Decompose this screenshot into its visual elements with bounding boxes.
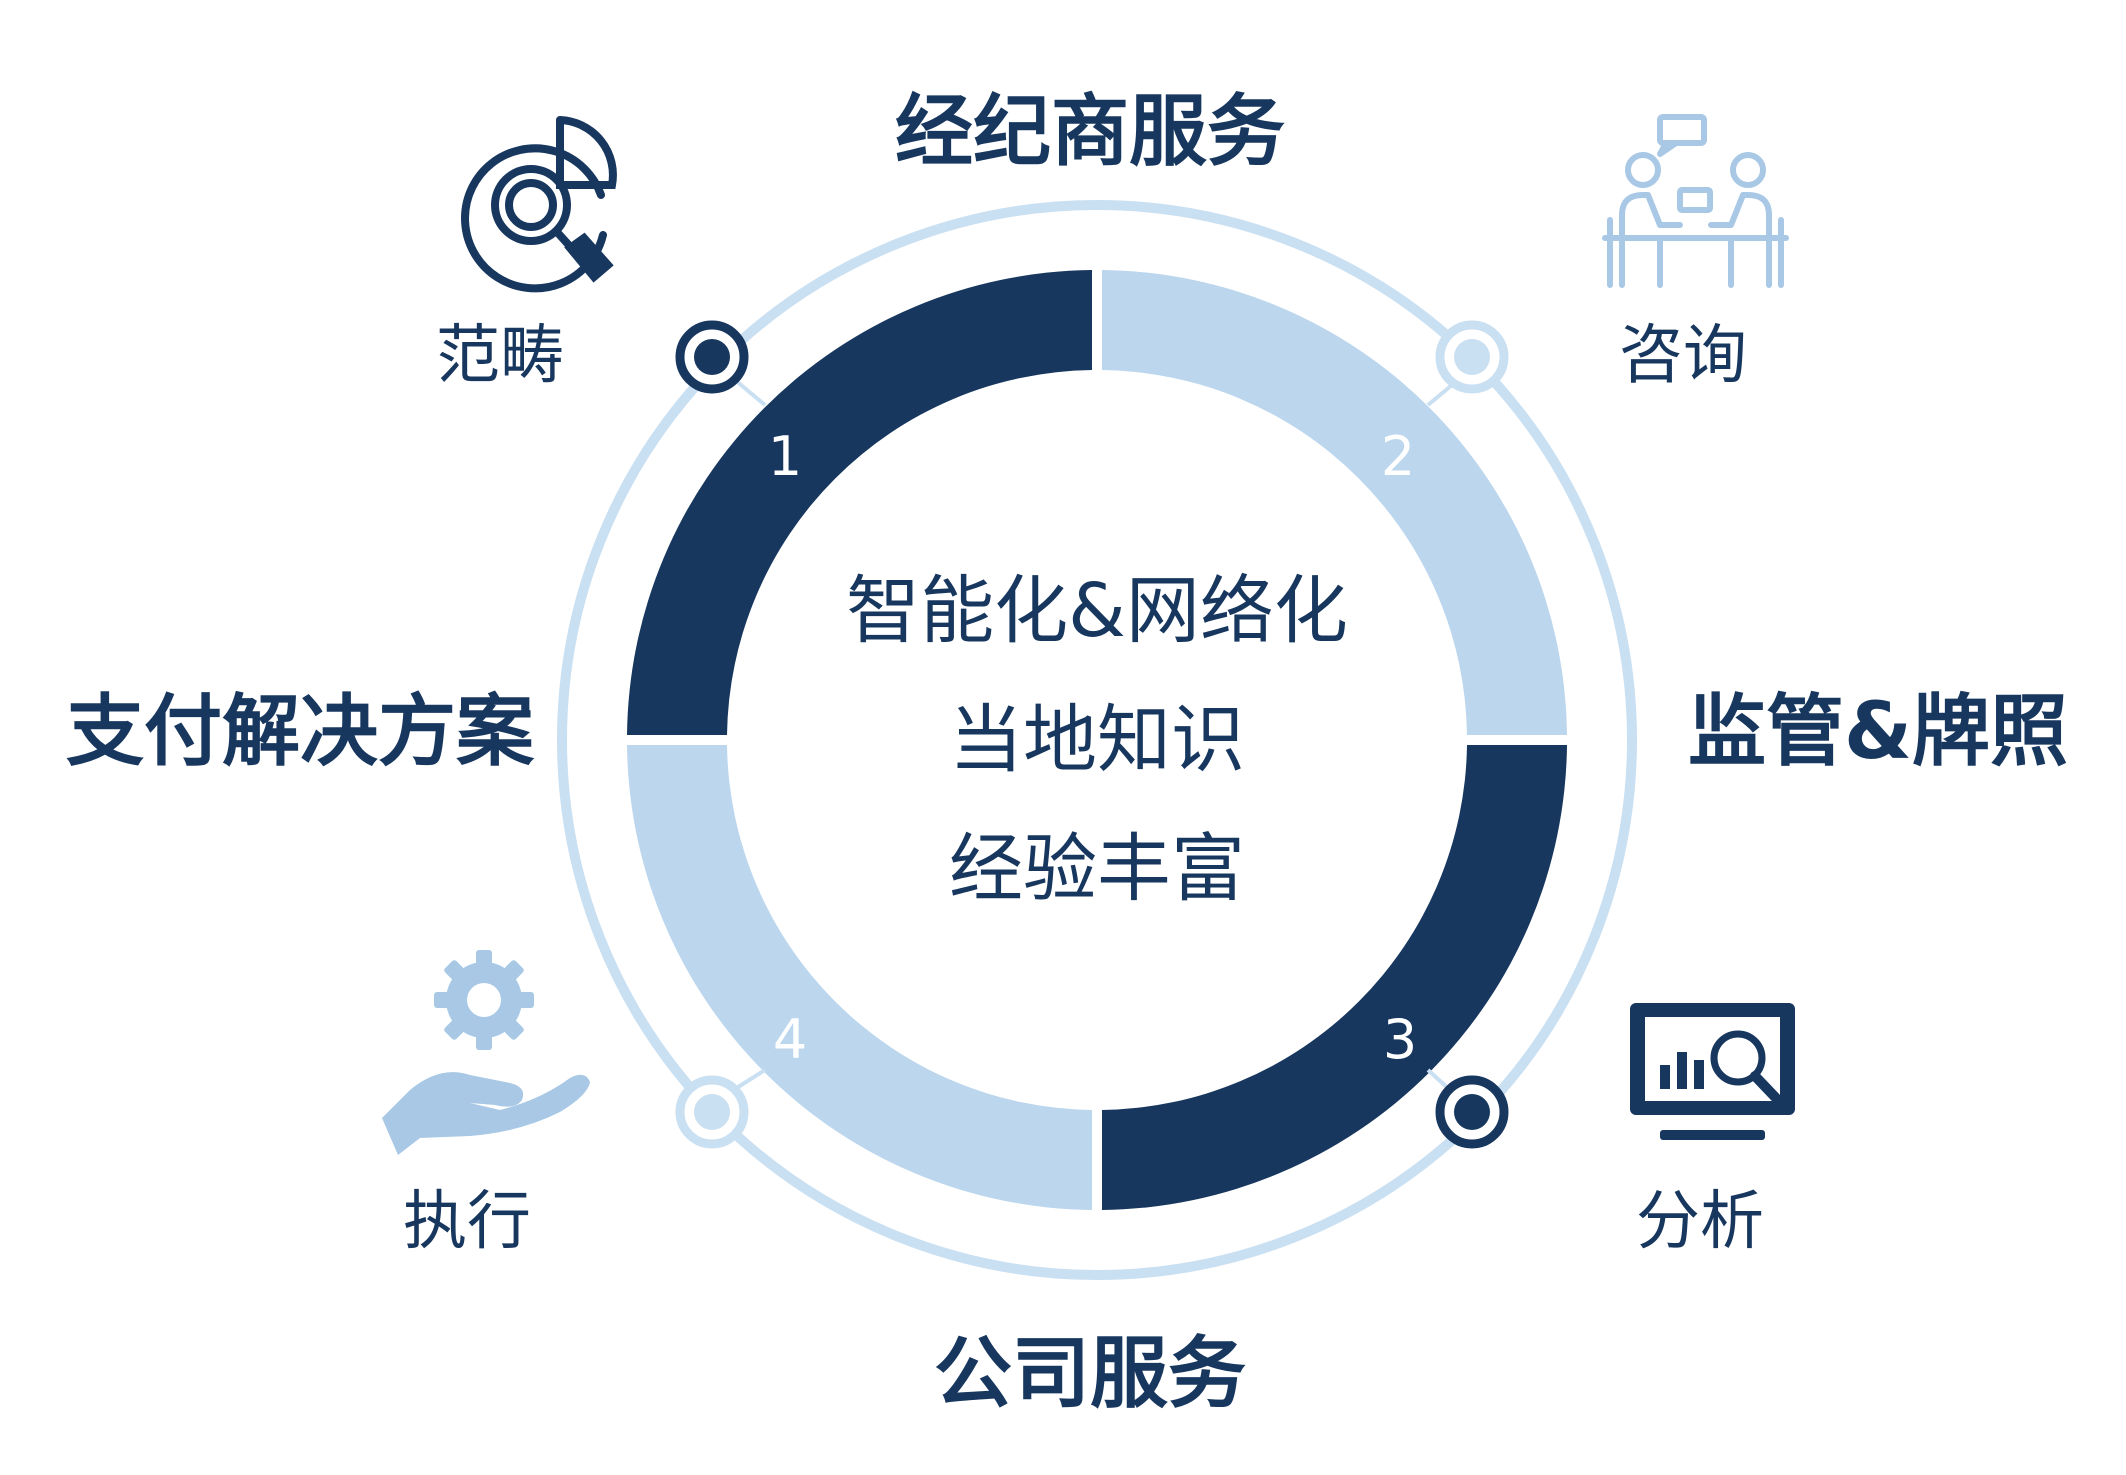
center-line-1: 智能化&网络化 [846,568,1348,654]
center-line-3: 经验丰富 [949,826,1245,912]
analytics-monitor-icon [1630,1003,1795,1140]
consulting-meeting-icon [1602,114,1789,288]
segment-3 [1102,745,1567,1210]
label-2: 咨询 [1619,319,1747,393]
segment-number-4: 4 [773,1008,807,1071]
segment-4 [627,745,1092,1210]
marker-2 [1426,320,1509,407]
marker-4 [675,1068,767,1149]
segment-number-2: 2 [1381,425,1415,488]
outer-ring [557,200,1637,1280]
heading-left: 支付解决方案 [66,687,535,777]
label-1: 范畴 [436,319,564,393]
search-chart-icon [461,116,617,293]
heading-right: 监管&牌照 [1688,687,2068,777]
heading-bottom: 公司服务 [934,1329,1246,1419]
segment-2 [1102,270,1567,735]
center-line-2: 当地知识 [949,697,1245,783]
marker-1 [675,320,767,407]
label-3: 分析 [1636,1185,1764,1259]
segment-1 [627,270,1092,735]
segment-number-1: 1 [768,425,802,488]
marker-3 [1426,1068,1509,1149]
label-4: 执行 [403,1185,531,1259]
heading-top: 经纪商服务 [895,87,1285,177]
hand-gear-icon [382,950,590,1155]
segment-number-3: 3 [1383,1008,1417,1071]
